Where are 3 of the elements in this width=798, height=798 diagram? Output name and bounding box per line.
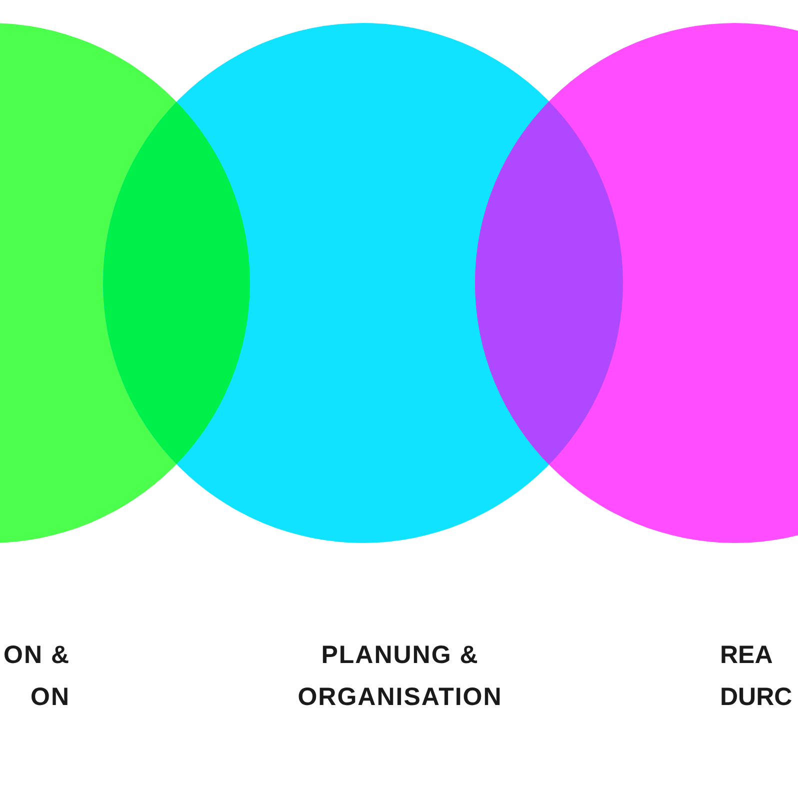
circle-caption: PLANUNG & ORGANISATION [296, 640, 504, 713]
circle-caption: REA DURC [720, 640, 794, 713]
circle-caption: ON & ON [2, 640, 70, 713]
